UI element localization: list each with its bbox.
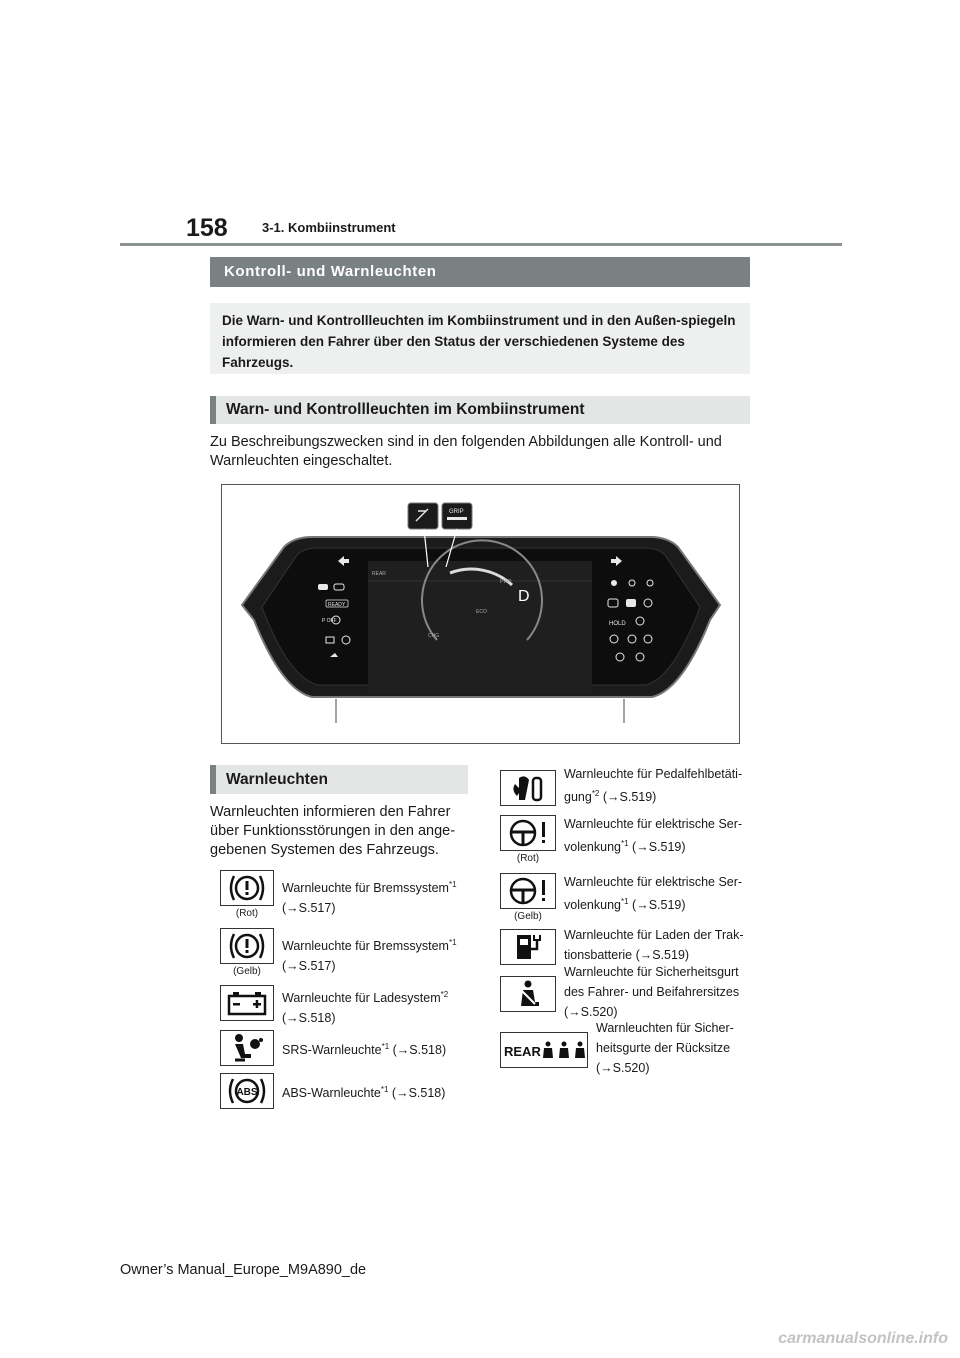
section-title: Kontroll- und Warnleuchten <box>210 257 750 287</box>
gear-indicator: D <box>518 588 530 605</box>
icon-caption: (Gelb) <box>233 966 261 977</box>
steering-red-text: Warnleuchte für elektrische Ser-volenkun… <box>564 817 743 855</box>
seatbelt-icon <box>500 976 556 1012</box>
steering-warning-icon <box>500 815 556 851</box>
icon-caption: (Gelb) <box>514 911 542 922</box>
instrument-cluster-figure: D ECO PWR CHG REAR READY P OFF HOLD <box>221 484 740 744</box>
traction-battery-text: Warnleuchte für Laden der Trak-tionsbatt… <box>564 928 744 962</box>
pedal-misoperation-icon <box>500 770 556 806</box>
header-divider <box>120 243 842 246</box>
abs-icon: ABS <box>220 1073 274 1109</box>
watermark: carmanualsonline.info <box>778 1330 948 1347</box>
brake-warning-icon <box>220 928 274 964</box>
svg-text:ABS: ABS <box>236 1087 257 1098</box>
svg-text:ECO: ECO <box>476 609 487 615</box>
icon-caption: (Rot) <box>235 908 259 919</box>
battery-icon <box>220 985 274 1021</box>
grip-label: GRIP <box>449 509 464 515</box>
charging-system-text: Warnleuchte für Ladesystem*2(→S.518) <box>282 990 449 1026</box>
cluster-illustration: D ECO PWR CHG REAR READY P OFF HOLD <box>240 502 722 723</box>
pedal-misoperation-text: Warnleuchte für Pedalfehlbetäti-gung*2 (… <box>564 767 743 805</box>
subsection-title-warning-lights: Warnleuchten <box>210 765 468 794</box>
steering-yellow-text: Warnleuchte für elektrische Ser-volenkun… <box>564 875 743 913</box>
steering-warning-icon <box>500 873 556 909</box>
rear-seatbelt-icon: REAR <box>500 1032 588 1068</box>
srs-warning-text: SRS-Warnleuchte*1 (→S.518) <box>282 1042 447 1058</box>
charging-plug-icon <box>500 929 556 965</box>
warning-lights-description: Warnleuchten informieren den Fahrer über… <box>210 804 456 858</box>
svg-text:REAR: REAR <box>372 571 386 577</box>
brake-warning-yellow-text: Warnleuchte für Bremssystem*1(→S.517) <box>282 938 457 974</box>
abs-warning-text: ABS-Warnleuchte*1 (→S.518) <box>282 1085 446 1101</box>
srs-airbag-icon <box>220 1030 274 1066</box>
icon-caption: (Rot) <box>516 853 540 864</box>
page-number: 158 <box>186 214 228 242</box>
svg-text:P OFF: P OFF <box>322 618 337 624</box>
brake-warning-red-text: Warnleuchte für Bremssystem*1(→S.517) <box>282 880 457 916</box>
svg-text:READY: READY <box>328 602 346 608</box>
rear-seatbelt-text: Warnleuchten für Sicher-heitsgurte der R… <box>596 1021 734 1075</box>
brake-warning-icon <box>220 870 274 906</box>
instrument-description: Zu Beschreibungszwecken sind in den folg… <box>210 434 722 469</box>
footer-doc-id: Owner’s Manual_Europe_M9A890_de <box>120 1262 367 1278</box>
intro-paragraph: Die Warn- und Kontrollleuchten im Kombii… <box>210 303 750 374</box>
rear-label: REAR <box>504 1044 541 1059</box>
svg-text:CHG: CHG <box>428 633 439 639</box>
section-reference: 3-1. Kombiinstrument <box>262 220 396 235</box>
subsection-title-instrument: Warn- und Kontrollleuchten im Kombiinstr… <box>210 396 750 424</box>
svg-text:PWR: PWR <box>500 579 512 585</box>
svg-text:HOLD: HOLD <box>609 621 626 627</box>
